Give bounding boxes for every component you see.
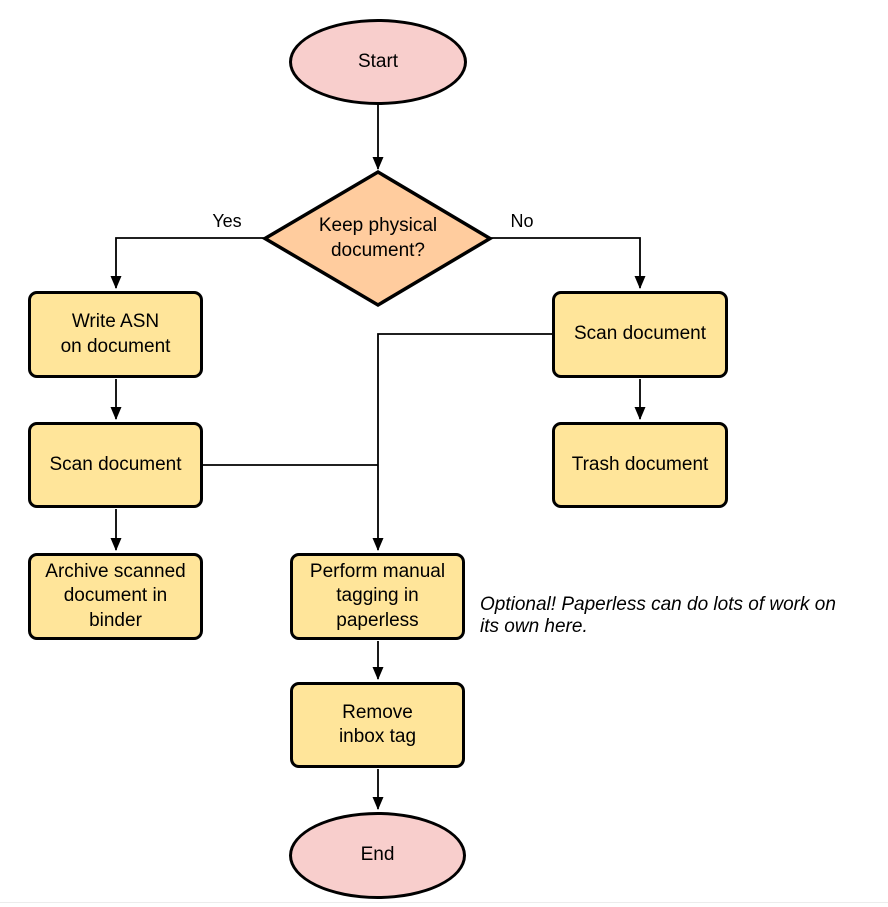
node-archive-binder-label: Archive scanned document in binder <box>45 561 186 631</box>
node-write-asn: Write ASN on document <box>28 291 203 378</box>
node-manual-tagging-label: Perform manual tagging in paperless <box>309 561 446 631</box>
edge-scan-right-to-tagging <box>372 333 553 551</box>
optional-note: Optional! Paperless can do lots of work … <box>480 594 836 637</box>
node-decision-label: Keep physical document? <box>318 215 438 261</box>
node-start: Start <box>289 19 467 105</box>
node-manual-tagging: Perform manual tagging in paperless <box>290 553 465 640</box>
node-end-label: End <box>360 844 395 866</box>
decision-diamond-shape <box>261 169 494 308</box>
node-write-asn-label: Write ASN on document <box>60 311 171 357</box>
node-end: End <box>289 812 466 899</box>
node-remove-inbox-tag: Remove inbox tag <box>290 682 465 768</box>
node-scan-document-right-label: Scan document <box>573 323 707 345</box>
node-scan-document-left: Scan document <box>28 422 203 508</box>
node-decision: Keep physical document? <box>288 210 468 267</box>
node-trash-document-label: Trash document <box>571 453 709 475</box>
node-scan-document-right: Scan document <box>552 291 728 378</box>
edge-decision-yes-to-write-asn <box>110 237 266 289</box>
node-remove-inbox-tag-label: Remove inbox tag <box>338 701 417 747</box>
node-scan-document-left-label: Scan document <box>49 453 182 475</box>
edge-label-no: No <box>510 211 534 231</box>
node-trash-document: Trash document <box>552 422 728 508</box>
bottom-divider <box>0 902 888 903</box>
node-start-label: Start <box>357 50 399 72</box>
edge-label-yes: Yes <box>212 211 242 231</box>
node-archive-binder: Archive scanned document in binder <box>28 553 203 640</box>
edge-decision-no-to-scan-right <box>489 237 646 289</box>
